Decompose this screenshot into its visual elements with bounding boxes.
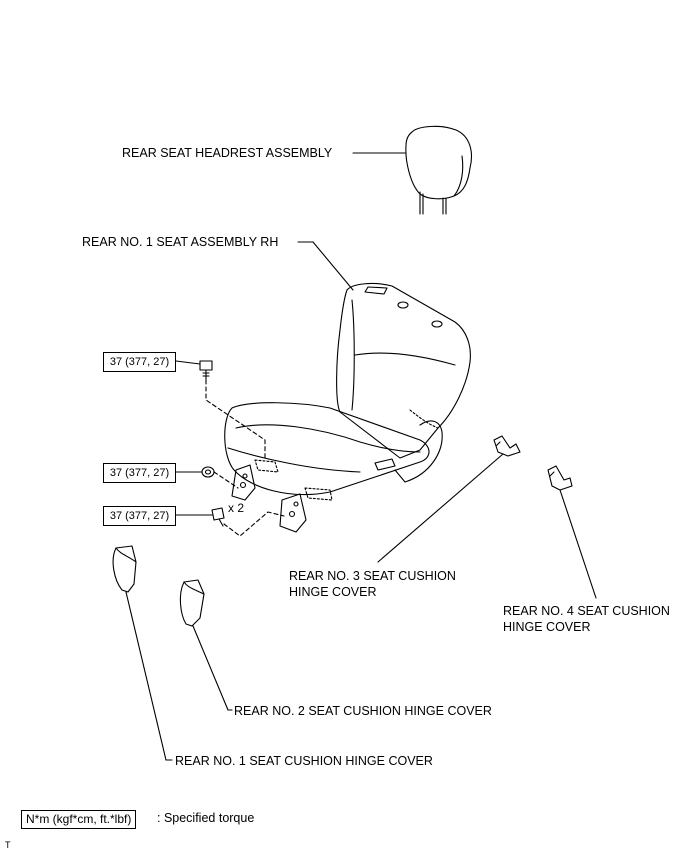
quantity-multiplier: x 2 — [228, 501, 245, 515]
hinge-cover-2-label: REAR NO. 2 SEAT CUSHION HINGE COVER — [234, 704, 492, 718]
torque-box-nut-middle: 37 (377, 27) — [103, 463, 176, 483]
hinge-bracket-left — [231, 464, 256, 501]
torque-legend-description: : Specified torque — [157, 811, 255, 825]
bolt-top-icon — [199, 360, 213, 381]
hinge-cover-3-label-line2: HINGE COVER — [289, 585, 377, 599]
hinge-cover-3-illustration — [493, 435, 521, 457]
hinge-cover-3-leader — [377, 453, 504, 563]
seat-back-illustration — [336, 282, 471, 459]
headrest-label: REAR SEAT HEADREST ASSEMBLY — [122, 146, 333, 160]
hinge-bracket-right — [279, 493, 307, 533]
hinge-cover-4-leader — [559, 489, 597, 599]
headrest-illustration — [405, 125, 473, 215]
hinge-cover-1-leader — [125, 591, 173, 761]
hinge-bracket-dashed-outline-2 — [304, 487, 333, 501]
bolt-bottom-icon — [211, 507, 225, 527]
seat-cushion-illustration — [224, 402, 443, 496]
seat-assembly-leader — [312, 241, 354, 291]
hinge-cover-4-label-line1: REAR NO. 4 SEAT CUSHION — [503, 604, 670, 618]
hinge-cover-4-label-line2: HINGE COVER — [503, 620, 591, 634]
torque-unit-legend-box: N*m (kgf*cm, ft.*lbf) — [21, 810, 137, 829]
torque-leader-top — [175, 360, 201, 365]
seat-assembly-label: REAR NO. 1 SEAT ASSEMBLY RH — [82, 235, 279, 249]
hinge-cover-2-illustration — [179, 579, 205, 627]
hinge-cover-3-label-line1: REAR NO. 3 SEAT CUSHION — [289, 569, 456, 583]
hinge-bracket-dashed-outline — [254, 459, 279, 473]
assembly-dashed-lines — [205, 379, 285, 537]
torque-box-bolt-bottom: 37 (377, 27) — [103, 506, 176, 526]
torque-box-bolt-top: 37 (377, 27) — [103, 352, 176, 372]
hinge-cover-2-leader — [192, 625, 233, 711]
corner-mark: T — [5, 840, 11, 850]
hinge-cover-4-illustration — [547, 465, 573, 491]
nut-middle-icon — [201, 466, 215, 478]
hinge-cover-1-label: REAR NO. 1 SEAT CUSHION HINGE COVER — [175, 754, 433, 768]
hinge-cover-1-illustration — [112, 545, 137, 593]
